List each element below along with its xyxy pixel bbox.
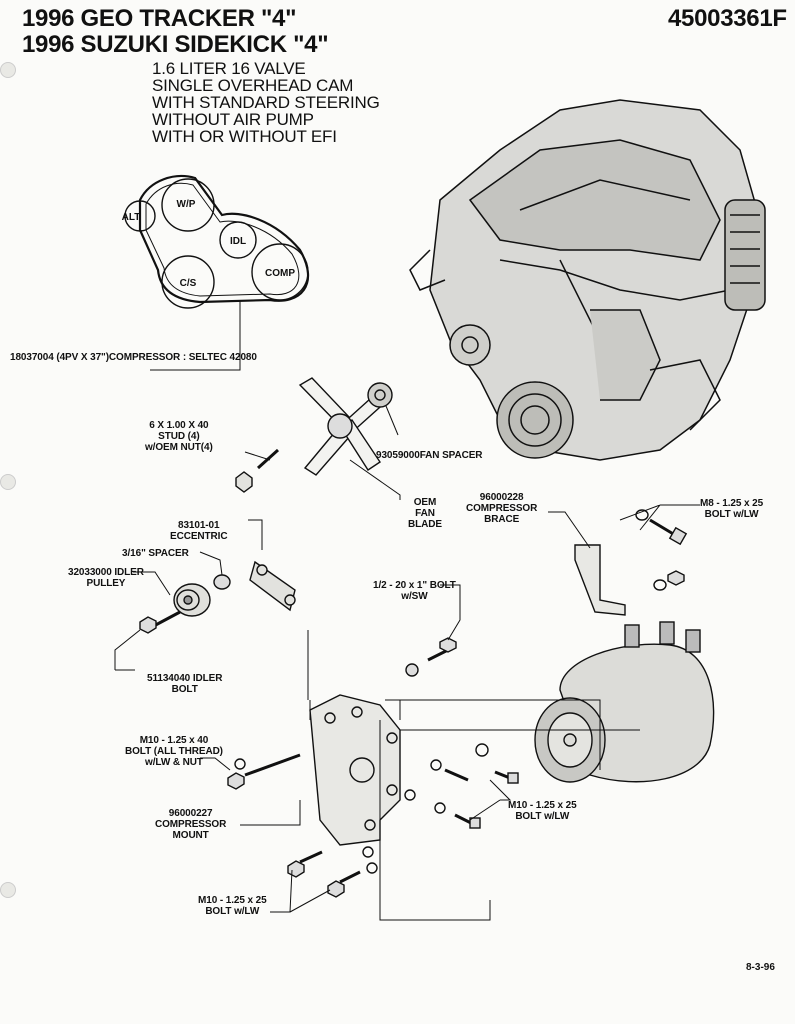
compressor-mount — [309, 694, 401, 846]
idler-pulley — [173, 583, 211, 617]
oem-fan-blade-label: OEM FAN BLADE — [408, 497, 442, 530]
spec-line: WITH OR WITHOUT EFI — [152, 127, 337, 146]
pulley-label-idl: IDL — [230, 236, 246, 247]
m10-25-bolt-right-label: M10 - 1.25 x 25 BOLT w/LW — [508, 800, 577, 822]
belt-label: 18037004 (4PV X 37")COMPRESSOR : SELTEC … — [10, 352, 257, 363]
compressor — [534, 621, 715, 783]
part-number: 45003361F — [668, 5, 787, 32]
wp-pulley — [161, 178, 215, 232]
comp-pulley — [251, 243, 309, 301]
idler-pulley-label: 32033000 IDLER PULLEY — [68, 567, 144, 589]
revision-date: 8-3-96 — [746, 962, 775, 973]
fan-spacer — [367, 382, 393, 408]
spec-line: 1.6 LITER 16 VALVE — [152, 59, 306, 78]
title-line-2: 1996 SUZUKI SIDEKICK "4" — [22, 31, 329, 58]
m8-bolt-label: M8 - 1.25 x 25 BOLT w/LW — [700, 498, 764, 520]
compressor-brace-label: 96000228 COMPRESSOR BRACE — [466, 492, 538, 525]
title-line-1: 1996 GEO TRACKER "4" — [22, 5, 297, 32]
half-inch-bolt-label: 1/2 - 20 x 1" BOLT w/SW — [373, 580, 456, 602]
hole-punch — [0, 474, 16, 490]
m10-bolts-bottom — [270, 846, 378, 913]
spacer-label: 3/16" SPACER — [122, 548, 189, 559]
stud-label: 6 X 1.00 X 40 STUD (4) w/OEM NUT(4) — [145, 420, 213, 453]
spec-line: WITH STANDARD STEERING — [152, 93, 380, 112]
pulley-label-alt: ALT — [122, 212, 141, 223]
compressor-mount-label: 96000227 COMPRESSOR MOUNT — [155, 808, 227, 841]
eccentric — [249, 560, 296, 612]
spec-list: 1.6 LITER 16 VALVE SINGLE OVERHEAD CAM W… — [152, 60, 380, 145]
engine-illustration — [409, 99, 766, 461]
fan-blade — [298, 377, 389, 476]
cs-pulley — [161, 255, 215, 309]
m10-bolts-right — [404, 743, 519, 829]
idl-pulley — [219, 221, 257, 259]
fan-spacer-label: 93059000FAN SPACER — [376, 450, 483, 461]
alt-pulley — [124, 200, 156, 232]
compressor-brace — [574, 544, 626, 616]
belt-routing-diagram — [124, 174, 310, 371]
pulley-label-wp: W/P — [177, 199, 196, 210]
hole-punch — [0, 62, 16, 78]
eccentric-label: 83101-01 ECCENTRIC — [170, 520, 228, 542]
m10-25-bolt-bottom-label: M10 - 1.25 x 25 BOLT w/LW — [198, 895, 267, 917]
spec-line: WITHOUT AIR PUMP — [152, 110, 314, 129]
spec-line: SINGLE OVERHEAD CAM — [152, 76, 354, 95]
idler-bolt-label: 51134040 IDLER BOLT — [147, 673, 223, 695]
hole-punch — [0, 882, 16, 898]
pulley-label-cs: C/S — [180, 278, 197, 289]
m10-40-bolt-label: M10 - 1.25 x 40 BOLT (ALL THREAD) w/LW &… — [125, 735, 223, 768]
pulley-label-comp: COMP — [265, 268, 295, 279]
